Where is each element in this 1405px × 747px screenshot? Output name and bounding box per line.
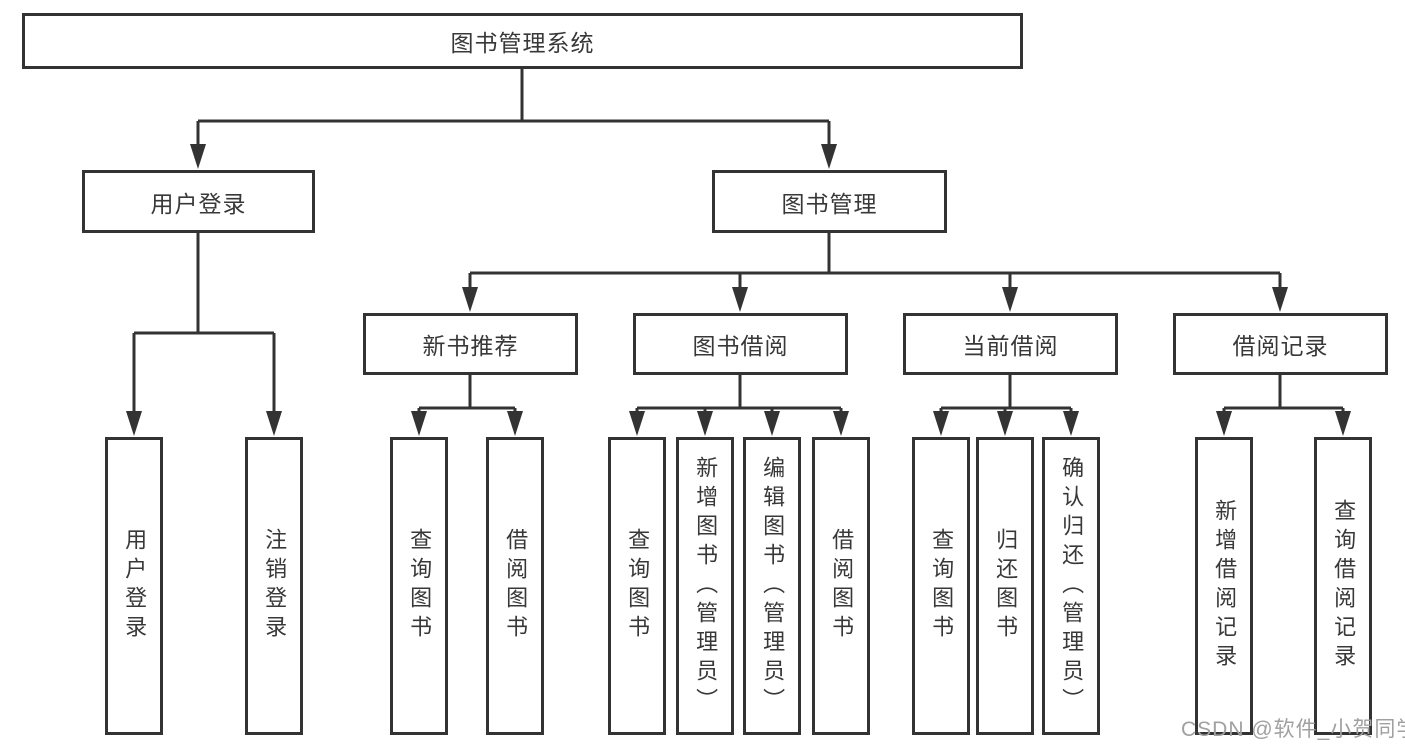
node-borrow-records: 借阅记录 <box>1173 313 1388 375</box>
leaf-borrow-books-2: 借阅图书 <box>812 437 870 735</box>
leaf-return-books: 归还图书 <box>976 437 1034 735</box>
node-label: 新书推荐 <box>422 333 519 359</box>
node-label: 借阅图书 <box>503 528 529 644</box>
leaf-add-books-admin: 新增图书（管理员） <box>676 437 734 735</box>
leaf-logout: 注销登录 <box>245 437 303 735</box>
leaf-add-borrow-record: 新增借阅记录 <box>1195 437 1253 735</box>
node-label: 当前借阅 <box>962 333 1059 359</box>
node-label: 查询图书 <box>407 528 433 644</box>
node-label: 查询图书 <box>625 528 651 644</box>
node-label: 图书管理 <box>781 190 878 217</box>
leaf-query-books-3: 查询图书 <box>912 437 970 735</box>
node-label: 编辑图书（管理员） <box>760 455 786 717</box>
node-label: 新增图书（管理员） <box>693 455 719 717</box>
node-book-borrow: 图书借阅 <box>633 313 848 375</box>
node-label: 图书借阅 <box>692 333 789 359</box>
leaf-borrow-books-1: 借阅图书 <box>486 437 544 735</box>
node-current-borrow: 当前借阅 <box>903 313 1118 375</box>
csdn-watermark: CSDN @软件_小贺同学 <box>1181 718 1405 741</box>
node-label: 新增借阅记录 <box>1212 499 1238 673</box>
node-new-book-recommend: 新书推荐 <box>363 313 578 375</box>
node-label: 借阅记录 <box>1232 333 1329 359</box>
leaf-edit-books-admin: 编辑图书（管理员） <box>743 437 801 735</box>
node-label: 确认归还（管理员） <box>1059 455 1085 717</box>
leaf-user-login: 用户登录 <box>105 437 163 735</box>
leaf-query-borrow-record: 查询借阅记录 <box>1314 437 1372 735</box>
leaf-query-books-2: 查询图书 <box>608 437 666 735</box>
node-label: 注销登录 <box>262 528 288 644</box>
node-label: 图书管理系统 <box>450 30 595 56</box>
leaf-query-books-1: 查询图书 <box>390 437 448 735</box>
node-book-management: 图书管理 <box>712 170 947 233</box>
connector-paths <box>132 69 1345 415</box>
node-label: 归还图书 <box>993 528 1019 644</box>
arrowheads <box>126 144 1351 436</box>
node-label: 查询借阅记录 <box>1331 499 1357 673</box>
node-label: 查询图书 <box>929 528 955 644</box>
node-label: 用户登录 <box>150 190 247 217</box>
node-library-management-system: 图书管理系统 <box>22 13 1023 69</box>
node-label: 用户登录 <box>122 528 148 644</box>
leaf-confirm-return-admin: 确认归还（管理员） <box>1042 437 1100 735</box>
node-user-login: 用户登录 <box>82 170 315 233</box>
node-label: 借阅图书 <box>829 528 855 644</box>
